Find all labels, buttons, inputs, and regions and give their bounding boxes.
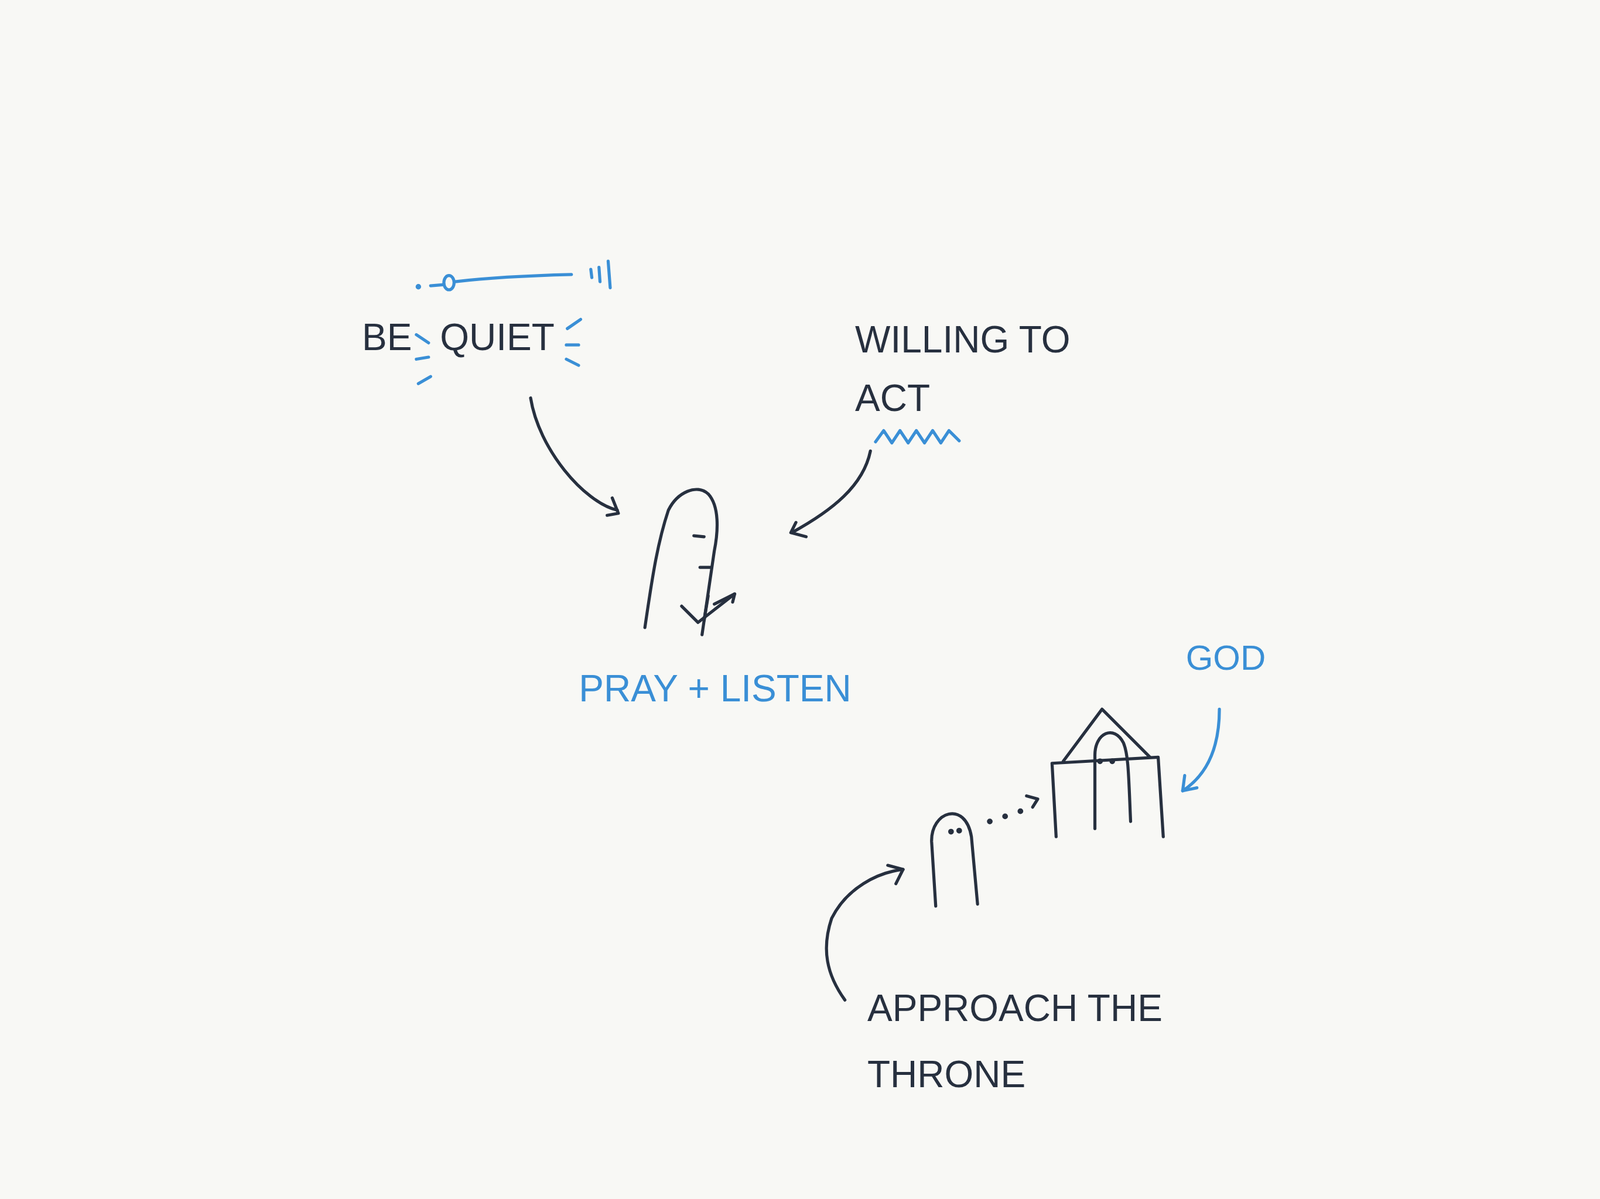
- throne-label: APPROACH THE THRONE: [867, 975, 1196, 1109]
- label-text: PRAY + LISTEN: [578, 667, 851, 710]
- label-text: BE QUIET: [361, 316, 555, 359]
- act-zigzag: [875, 431, 960, 444]
- pray-caption: PRAY + LISTEN: [539, 666, 891, 712]
- quiet-label: BE QUIET: [361, 316, 608, 358]
- praying-figure: [644, 489, 735, 635]
- leader-arrow: [790, 450, 871, 537]
- god-label: GOD: [1167, 637, 1285, 680]
- leader-arrow: [1182, 709, 1220, 791]
- throne-figure: [1051, 709, 1164, 837]
- label-text: GOD: [1185, 638, 1267, 678]
- act-label: WILLING TO ACT: [855, 310, 1113, 428]
- volume-slider: [416, 261, 611, 290]
- label-text: WILLING TO ACT: [855, 318, 1071, 420]
- leader-arrow: [826, 865, 904, 1001]
- approaching-figure: [931, 796, 1038, 907]
- leader-arrow: [530, 398, 619, 516]
- label-text: APPROACH THE THRONE: [867, 987, 1163, 1096]
